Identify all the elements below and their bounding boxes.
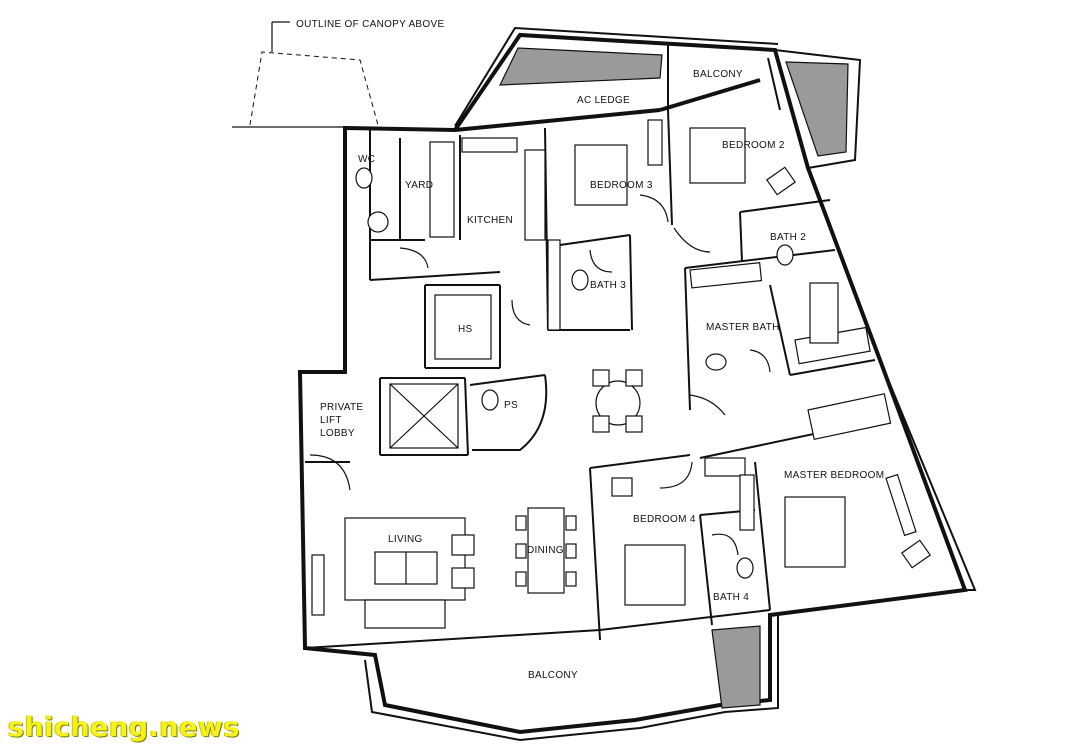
tv-console-living (311, 554, 325, 616)
armchairs (611, 166, 932, 569)
tv-console-master (885, 473, 917, 537)
household-shelter (434, 294, 492, 360)
label-wc: WC (358, 154, 375, 165)
ac-ledge-planter (499, 47, 663, 86)
balcony-planter-bottom (711, 625, 761, 709)
label-balcony-bottom: BALCONY (528, 670, 578, 681)
label-hs: HS (458, 324, 473, 335)
label-ac-ledge: AC LEDGE (577, 95, 630, 106)
living-furniture (344, 517, 475, 629)
canopy-outline (232, 21, 379, 128)
label-master-bedroom: MASTER BEDROOM (784, 470, 884, 481)
balcony-planter-top (785, 61, 849, 157)
label-bedroom-2: BEDROOM 2 (722, 140, 785, 151)
door-swings (309, 194, 771, 556)
kitchen-counter (429, 137, 546, 241)
label-private-lift-lobby-2: LIFT (320, 415, 342, 426)
label-dining: DINING (527, 545, 564, 556)
lift-shaft (389, 383, 459, 449)
label-yard: YARD (405, 180, 433, 191)
watermark: shicheng.news (8, 712, 240, 743)
label-kitchen: KITCHEN (467, 215, 513, 226)
label-private-lift-lobby-1: PRIVATE (320, 402, 363, 413)
wardrobes (547, 119, 892, 531)
label-private-lift-lobby-3: LOBBY (320, 428, 355, 439)
label-living: LIVING (388, 534, 423, 545)
dining-table (515, 507, 577, 594)
label-master-bath: MASTER BATH (706, 322, 780, 333)
beds (574, 127, 846, 606)
label-bedroom-4: BEDROOM 4 (633, 514, 696, 525)
label-canopy: OUTLINE OF CANOPY ABOVE (296, 19, 444, 30)
label-ps: PS (504, 400, 518, 411)
label-bath-4: BATH 4 (713, 592, 749, 603)
label-bath-3: BATH 3 (590, 280, 626, 291)
sanitary-fixtures (355, 167, 839, 579)
label-bath-2: BATH 2 (770, 232, 806, 243)
label-bedroom-3: BEDROOM 3 (590, 180, 653, 191)
round-table (592, 369, 643, 433)
label-balcony-top: BALCONY (693, 69, 743, 80)
